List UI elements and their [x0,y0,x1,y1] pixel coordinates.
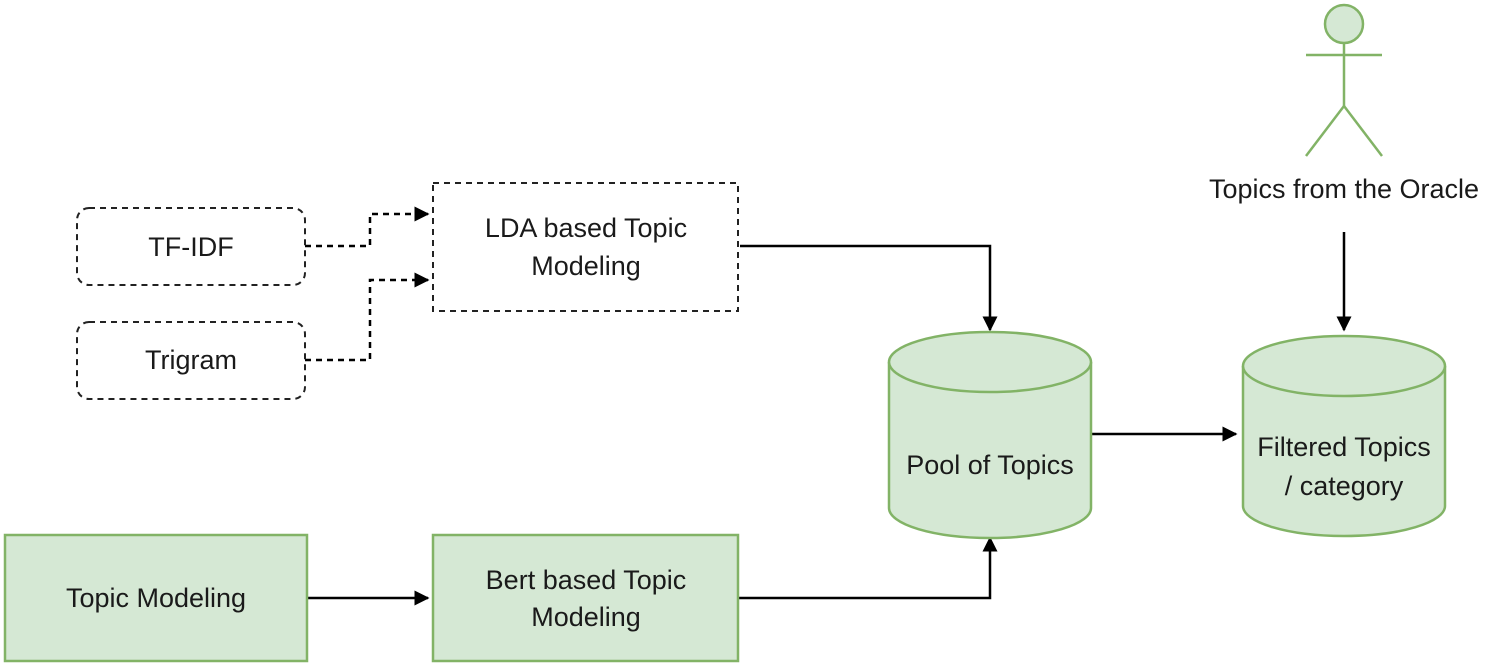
node-oracle: Topics from the Oracle [1209,3,1479,204]
actor-icon [1305,3,1383,157]
node-bert-label-line1: Bert based Topic [486,565,687,595]
node-pool: Pool of Topics [887,330,1093,540]
edges [305,206,1352,606]
node-trigram: Trigram [76,321,306,400]
node-filtered-label-line1: Filtered Topics [1257,432,1431,462]
node-lda-label-line2: Modeling [531,251,641,281]
node-pool-label: Pool of Topics [906,450,1074,480]
node-lda: LDA based Topic Modeling [432,182,739,312]
node-oracle-label: Topics from the Oracle [1209,174,1479,204]
node-tfidf: TF-IDF [76,207,306,286]
edge-bert-to-pool [738,536,998,600]
node-trigram-label: Trigram [145,345,237,375]
node-topic-modeling-label: Topic Modeling [66,583,246,613]
node-topic-modeling: Topic Modeling [3,533,309,663]
node-bert: Bert based Topic Modeling [431,533,740,663]
node-filtered: Filtered Topics / category [1241,334,1447,538]
edge-tfidf-to-lda [305,206,430,248]
node-filtered-label-line2: / category [1285,471,1404,501]
node-bert-label-line2: Modeling [531,602,641,632]
node-lda-label-line1: LDA based Topic [485,213,687,243]
node-tfidf-label: TF-IDF [148,232,233,262]
edge-lda-to-pool [740,244,998,332]
edge-trigram-to-lda [305,272,430,362]
